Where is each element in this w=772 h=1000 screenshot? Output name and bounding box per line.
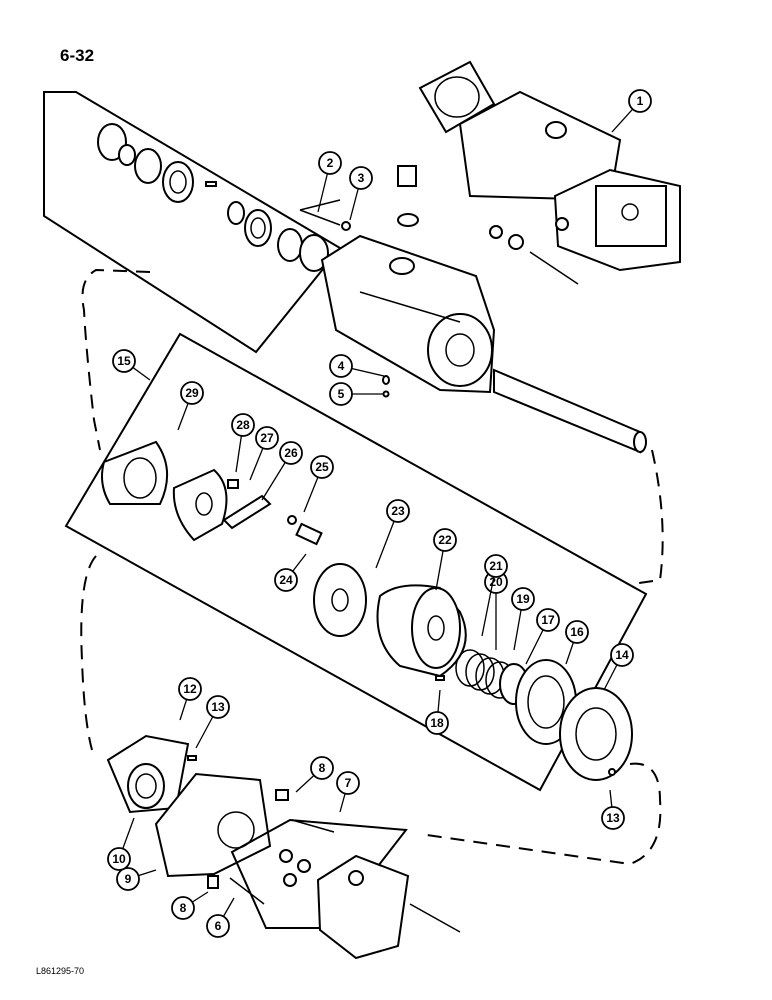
callout-circle	[279, 441, 303, 465]
dashed-outline-lower	[80, 555, 662, 866]
pump-assembly	[299, 60, 681, 285]
callout-label-19: 19	[516, 592, 530, 606]
callout-circle	[310, 455, 334, 479]
callout-circle	[310, 756, 334, 780]
callout-circle	[565, 620, 589, 644]
callout-circle	[171, 896, 195, 920]
callout-label-18: 18	[430, 716, 444, 730]
callout-label-6: 6	[215, 919, 222, 933]
callout-circle	[536, 608, 560, 632]
callout-label-8: 8	[319, 761, 326, 775]
callout-circle	[116, 867, 140, 891]
callout-label-13: 13	[606, 811, 620, 825]
rotating-group-parts	[101, 440, 577, 745]
callout-label-16: 16	[570, 625, 584, 639]
callout-circle	[329, 354, 353, 378]
callout-label-9: 9	[125, 872, 132, 886]
callout-circle	[206, 695, 230, 719]
callout-circle	[349, 166, 373, 190]
pump-housing	[299, 209, 647, 454]
callout-circle	[425, 711, 449, 735]
callout-label-24: 24	[279, 573, 293, 587]
callout-circle	[484, 554, 508, 578]
callout-circle	[178, 677, 202, 701]
callout-label-27: 27	[260, 431, 274, 445]
callout-label-8: 8	[180, 901, 187, 915]
callout-circle	[610, 643, 634, 667]
callout-label-13: 13	[211, 700, 225, 714]
callout-label-25: 25	[315, 460, 329, 474]
callout-group: 1234567891012131314151617181920212223242…	[107, 89, 652, 938]
callout-circle	[511, 587, 535, 611]
callout-circle	[601, 806, 625, 830]
callout-label-2: 2	[327, 156, 334, 170]
callout-label-5: 5	[338, 387, 345, 401]
callout-label-21: 21	[489, 559, 503, 573]
end-plate	[559, 687, 633, 781]
callout-circle	[206, 914, 230, 938]
callout-circle	[386, 499, 410, 523]
callout-circle	[274, 568, 298, 592]
callout-circle	[329, 382, 353, 406]
seal-kit-frame	[43, 91, 342, 354]
callout-label-1: 1	[637, 94, 644, 108]
callout-label-15: 15	[117, 354, 131, 368]
page-number: 6-32	[60, 46, 95, 65]
callout-label-17: 17	[541, 613, 555, 627]
callout-circle	[628, 89, 652, 113]
callout-label-29: 29	[185, 386, 199, 400]
callout-circle	[180, 381, 204, 405]
callout-label-4: 4	[338, 359, 345, 373]
callout-label-28: 28	[236, 418, 250, 432]
callout-label-10: 10	[112, 852, 126, 866]
callout-circle	[107, 847, 131, 871]
callout-label-3: 3	[358, 171, 365, 185]
callout-circle	[231, 413, 255, 437]
callout-label-12: 12	[183, 682, 197, 696]
callout-circle	[433, 528, 457, 552]
callout-label-7: 7	[345, 776, 352, 790]
callout-label-23: 23	[391, 504, 405, 518]
figure-code: L861295-70	[36, 966, 85, 976]
callout-label-14: 14	[615, 648, 629, 662]
lower-housing-group	[106, 734, 461, 960]
callout-circle	[318, 151, 342, 175]
callout-label-22: 22	[438, 533, 452, 547]
callout-label-26: 26	[284, 446, 298, 460]
dashed-outline-upper	[81, 268, 664, 585]
rotating-group-frame	[64, 332, 648, 792]
callout-circle	[255, 426, 279, 450]
callout-circle	[336, 771, 360, 795]
callout-circle	[112, 349, 136, 373]
